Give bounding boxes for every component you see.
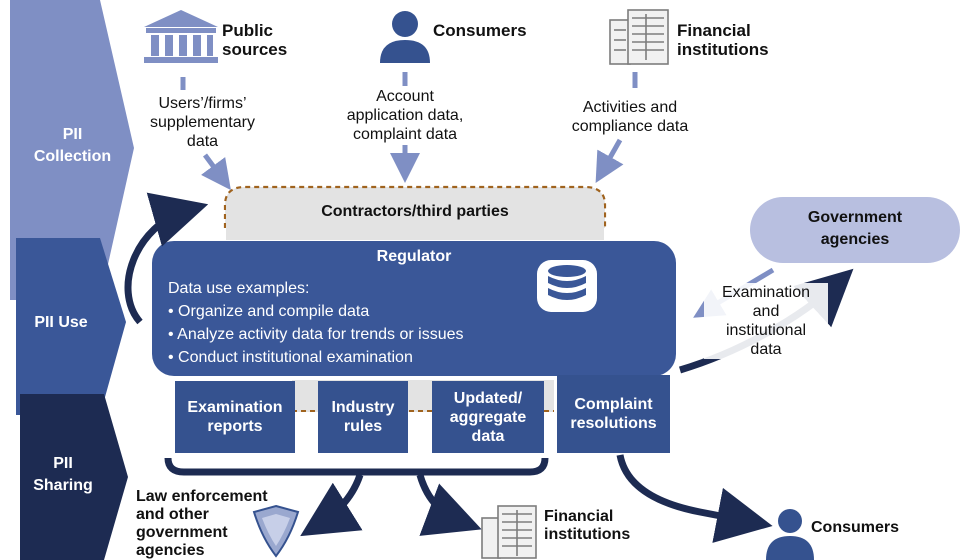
output-examination-reports: Examination reports [175,381,295,453]
consumers-flow-text: Account application data, complaint data [346,88,464,143]
database-icon [537,260,597,312]
office-buildings-icon [609,9,669,65]
financial-institutions-source-label: Financial institutions [677,21,769,59]
stage-use-band [16,238,126,415]
person-icon [380,11,430,63]
output-industry-rules: Industry rules [318,381,408,453]
regulator-to-contractors-arrow [124,192,209,325]
stage-collection-band [10,0,134,300]
building-columns-icon [144,10,218,63]
stage-collection-label: PII Collection [33,126,112,165]
use-item: • Conduct institutional examination [168,349,413,366]
financial-institutions-recipient-label: Financial institutions [544,508,631,543]
stage-use-label: PII Use [34,314,88,331]
public-flow-text: Users’/firms’ supplementary data [150,95,255,150]
person-icon-bottom [766,509,814,560]
output-aggregate-data: Updated/ aggregate data [432,381,544,453]
use-item: • Analyze activity data for trends or is… [168,326,464,343]
stage-sharing-label: PII Sharing [33,455,93,494]
to-financial-institutions-arrow [416,473,482,536]
regulator-title: Regulator [376,248,452,265]
financial-flow-text: Activities and compliance data [571,99,689,135]
office-buildings-icon-bottom [481,505,537,559]
outputs-bracket [164,457,549,476]
uses-heading: Data use examples: [168,280,310,297]
output-complaint-resolutions: Complaint resolutions [557,375,670,453]
contractors-label: Contractors/third parties [321,203,509,220]
public-sources-label: Public sources [222,21,288,59]
to-law-enforcement-arrow [300,473,364,537]
stage-sharing-band [20,394,128,560]
government-agencies-label: Government agencies [807,209,903,248]
government-flow-text: Examination and institutional data [704,283,828,359]
government-agencies-box [750,197,960,263]
law-enforcement-label: Law enforcement and other government age… [136,488,268,559]
use-item: • Organize and compile data [168,303,370,320]
consumers-recipient-label: Consumers [811,519,900,536]
regulator-uses: Data use examples: • Organize and compil… [168,277,464,369]
badge-shield-icon [252,504,300,558]
to-consumers-arrow [616,454,773,543]
consumers-source-label: Consumers [433,21,527,40]
